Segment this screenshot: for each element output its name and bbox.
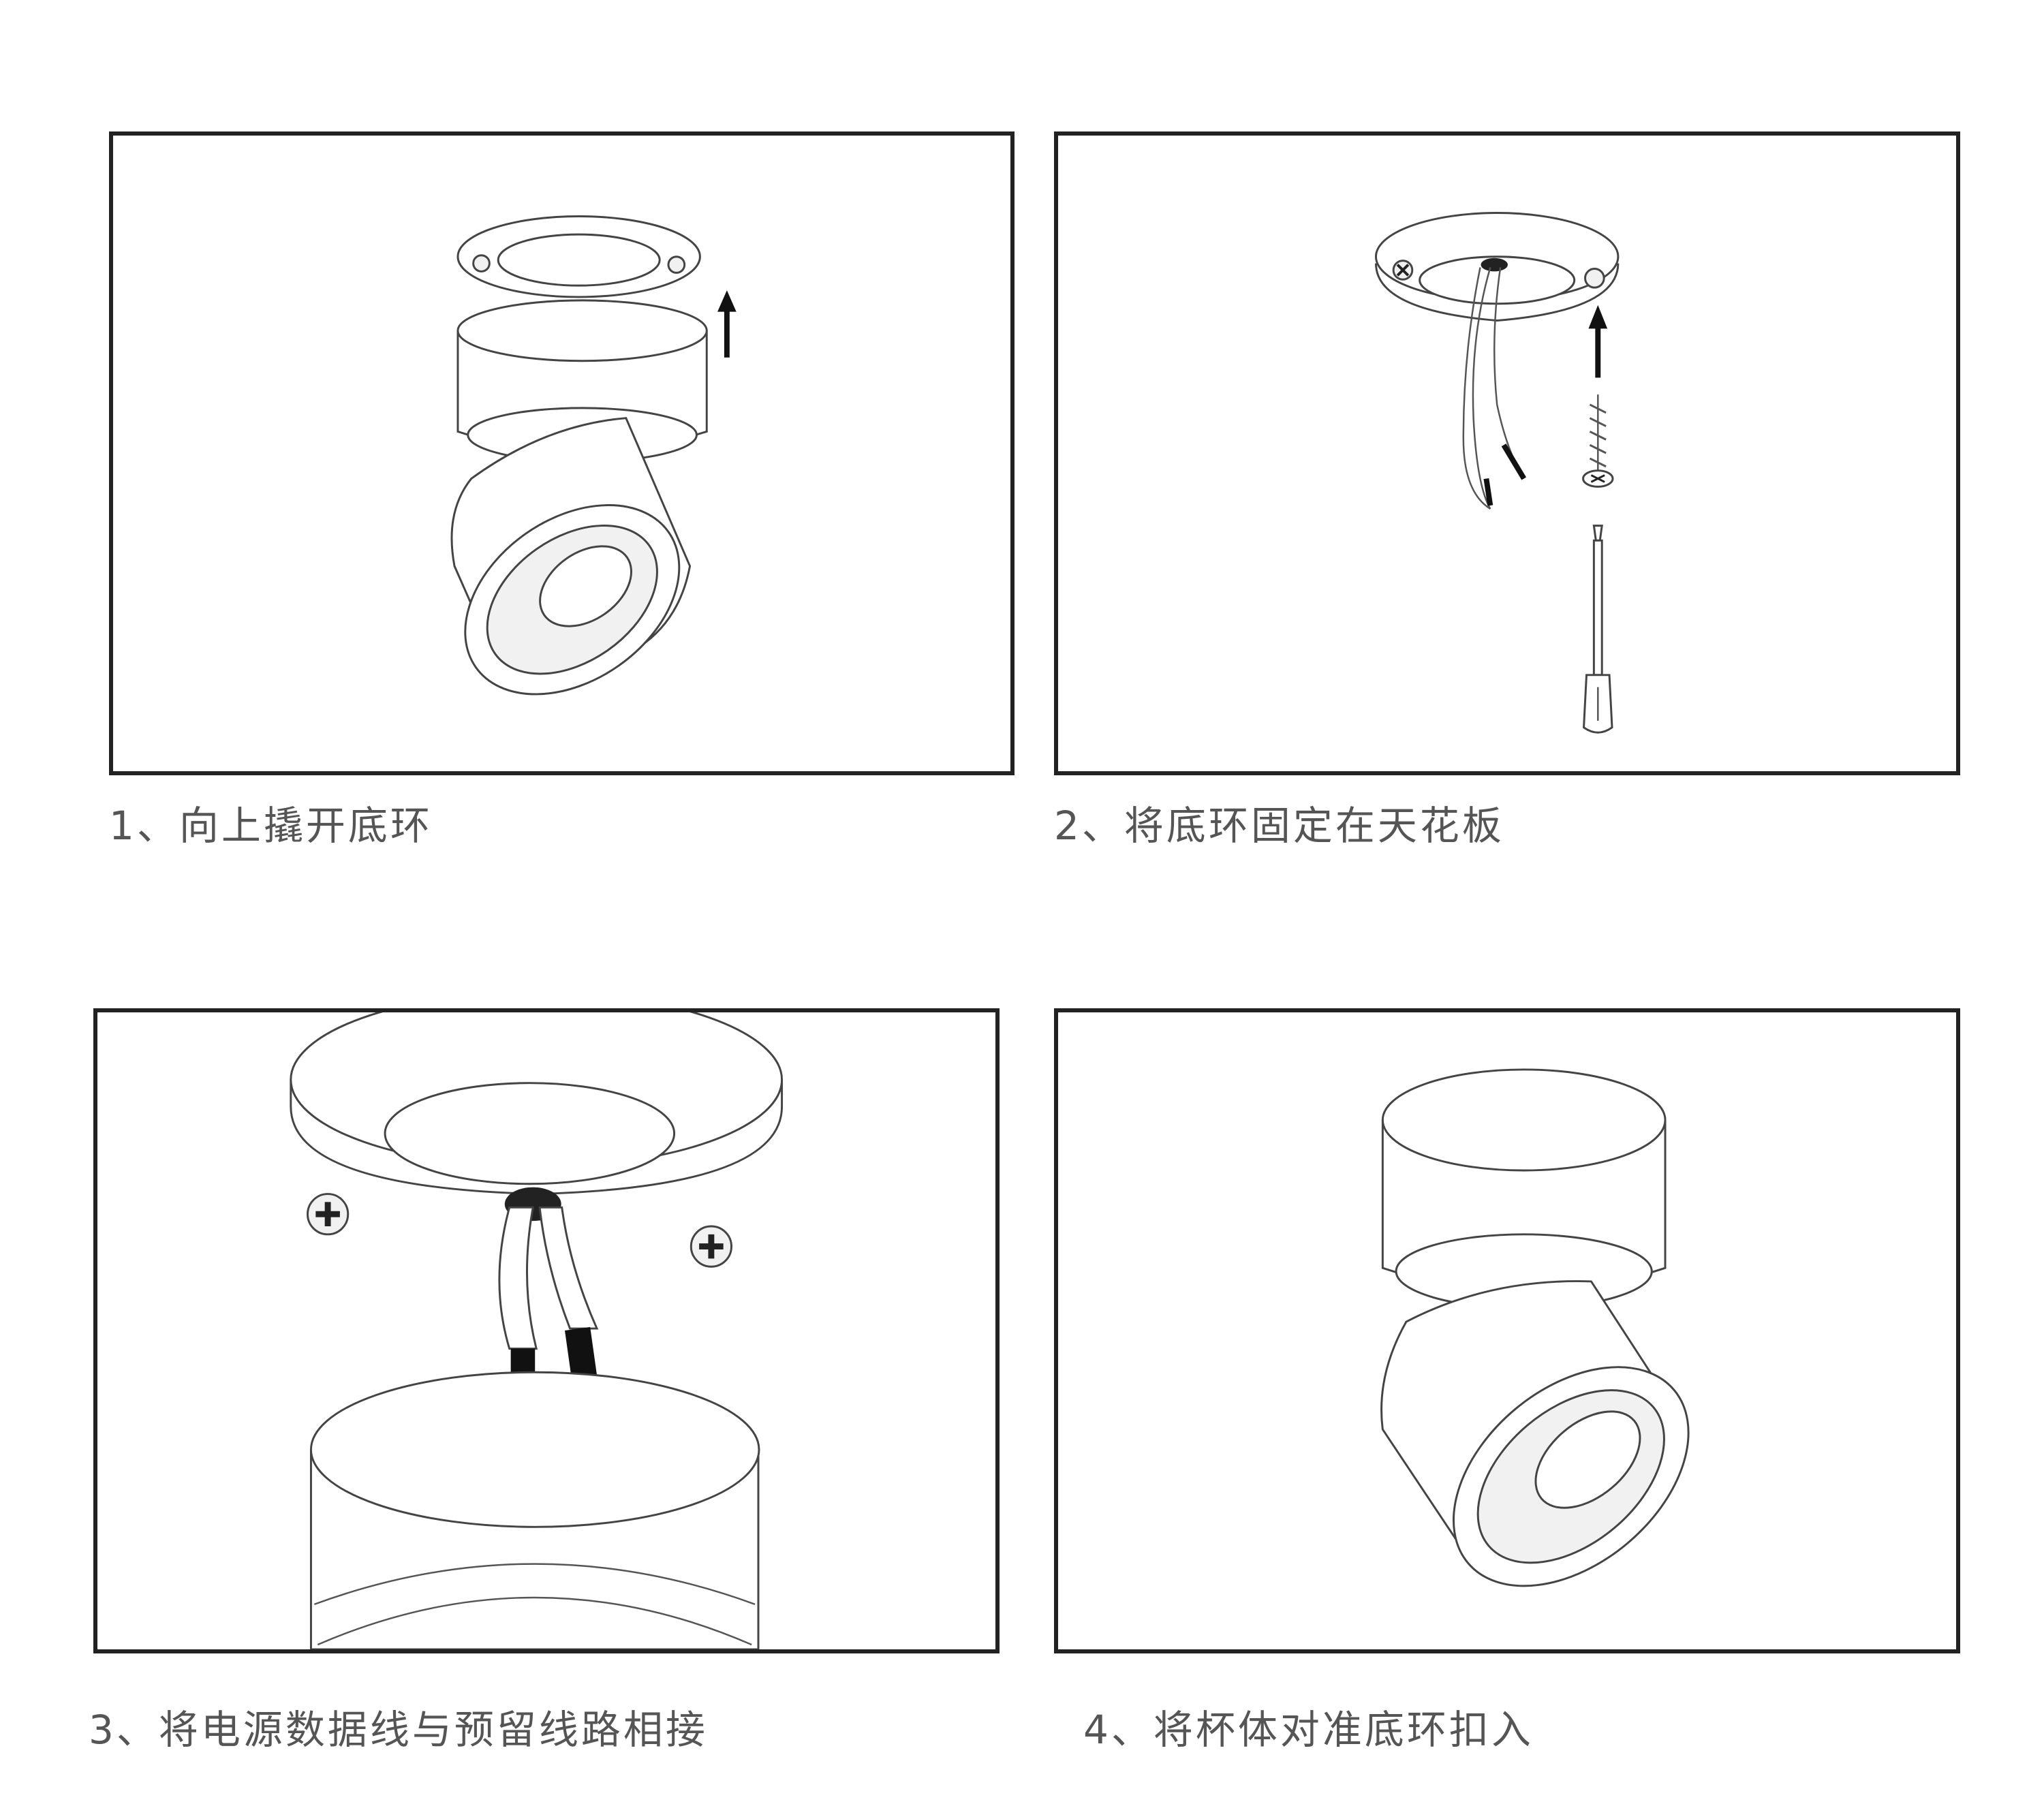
step-2-panel	[1054, 131, 1960, 775]
base-ring	[456, 215, 701, 298]
wire-tip	[564, 1326, 598, 1388]
mount-cylinder	[1381, 1068, 1667, 1309]
step-1-panel	[109, 131, 1015, 775]
step-1-illustration	[450, 215, 737, 696]
step-2-illustration	[1374, 212, 1620, 734]
screw-icon	[1582, 394, 1614, 488]
step-4-caption: 4、将杯体对准底环扣入	[1083, 1707, 1534, 1753]
step-3-panel	[93, 1008, 1000, 1653]
screwdriver-icon	[1583, 525, 1613, 734]
up-arrow-icon	[717, 290, 737, 358]
step-4-illustration	[1380, 1068, 1690, 1587]
step-4-panel	[1054, 1008, 1960, 1653]
step-2-caption: 2、将底环固定在天花板	[1054, 803, 1504, 849]
power-wires	[1462, 267, 1527, 510]
up-arrow-icon	[1588, 305, 1608, 378]
lamp-head	[450, 417, 692, 696]
mount-cylinder	[309, 1371, 760, 1649]
wire-tip	[1501, 444, 1527, 480]
power-wires	[498, 1206, 599, 1388]
base-ring	[290, 1012, 784, 1268]
step-1-caption: 1、向上撬开底环	[109, 803, 433, 849]
lamp-head	[1380, 1280, 1690, 1587]
step-3-caption: 3、将电源数据线与预留线路相接	[89, 1707, 708, 1753]
wire-tip	[1483, 478, 1493, 506]
step-3-illustration	[290, 1012, 784, 1649]
